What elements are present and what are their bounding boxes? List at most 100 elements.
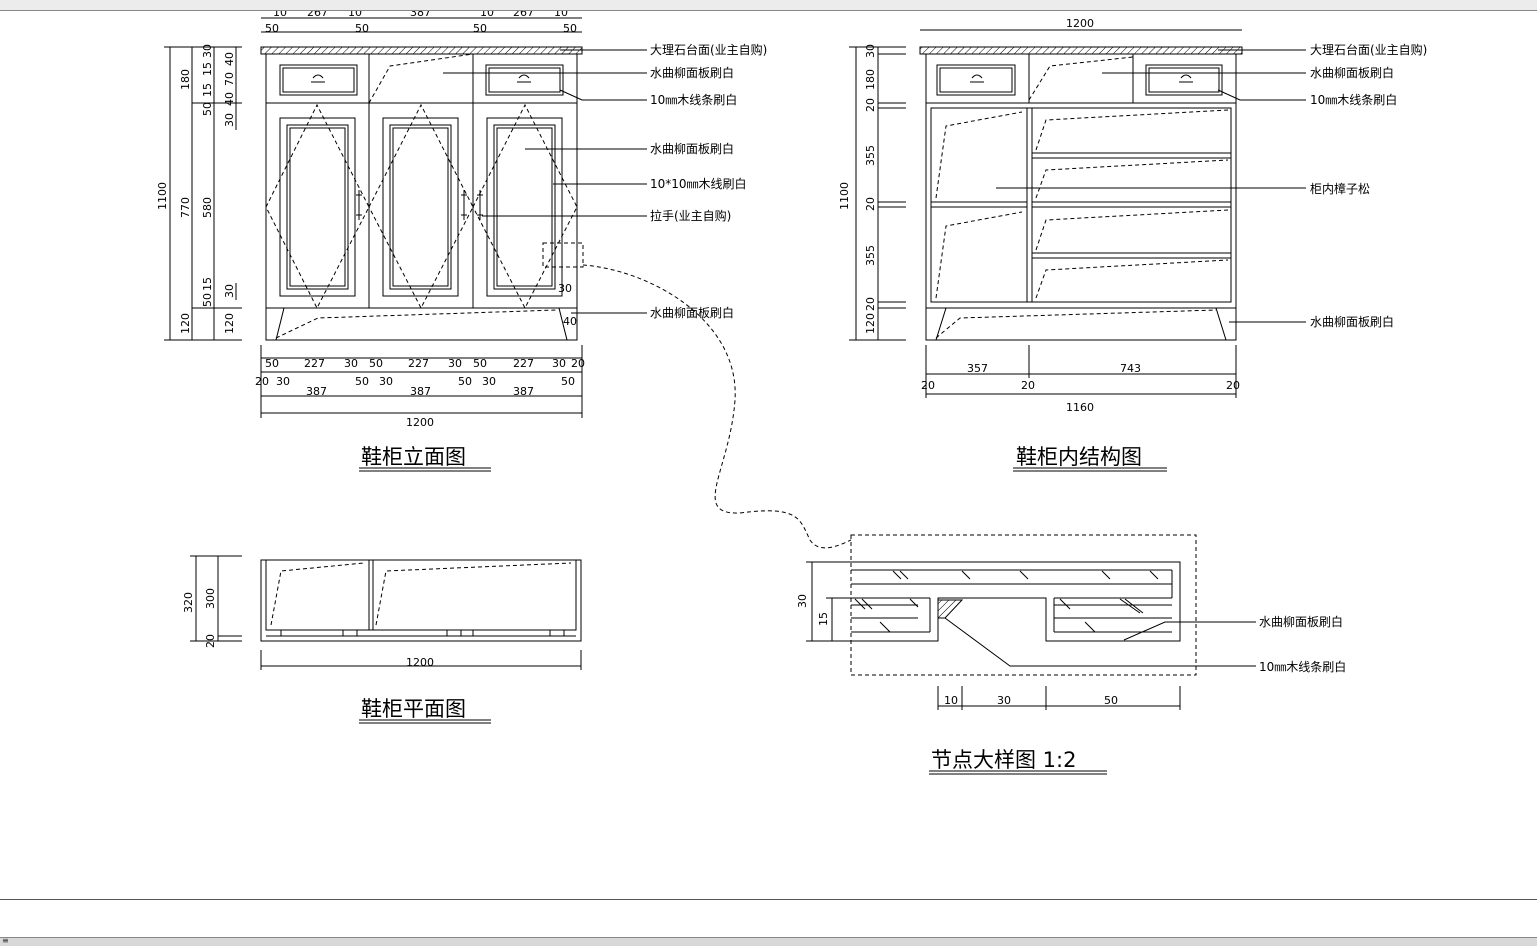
elev-label-5: 拉手(业主自购) (650, 208, 731, 223)
dim: 50 (473, 22, 487, 35)
dim: 20 (921, 379, 935, 392)
dim: 30 (997, 694, 1011, 707)
elevation-dimlines (164, 17, 583, 418)
dim: 15 (201, 83, 214, 97)
dim: 120 (179, 313, 192, 334)
dim: 50 (563, 22, 577, 35)
detail-title: 节点大样图 1:2 (931, 748, 1076, 772)
dim: 355 (864, 145, 877, 166)
int-label-0: 大理石台面(业主自购) (1310, 42, 1427, 57)
door-2 (382, 117, 459, 297)
dim: 20 (571, 357, 585, 370)
drawer-right (485, 64, 564, 96)
dim: 50 (201, 102, 214, 116)
elev-label-6: 水曲柳面板刷白 (650, 305, 734, 320)
dim: 50 (201, 293, 214, 307)
plan-outline (260, 559, 582, 642)
dim: 743 (1120, 362, 1141, 375)
detail-label-0: 水曲柳面板刷白 (1259, 614, 1343, 629)
interior-text: 1200 大理石台面(业主自购) 水曲柳面板刷白 10㎜木线条刷白 柜内樟子松 … (838, 17, 1427, 472)
status-bar (0, 937, 1537, 946)
dim: 50 (561, 375, 575, 388)
dim: 20 (864, 98, 877, 112)
plan-title: 鞋柜平面图 (361, 697, 466, 721)
dim: 20 (864, 197, 877, 211)
dim: 180 (864, 69, 877, 90)
dim: 70 (223, 72, 236, 86)
dim: 30 (482, 375, 496, 388)
detail-label-1: 10㎜木线条刷白 (1259, 659, 1346, 674)
dim: 180 (179, 69, 192, 90)
dim: 40 (223, 92, 236, 106)
int-label-2: 10㎜木线条刷白 (1310, 92, 1397, 107)
elevation-title: 鞋柜立面图 (361, 445, 466, 469)
interior-leaders (996, 49, 1306, 323)
drawer-left (279, 64, 358, 96)
detail-text: 水曲柳面板刷白 10㎜木线条刷白 30 15 10 30 50 节点大样图 1:… (796, 594, 1346, 775)
top-toolbar-edge (0, 0, 1537, 11)
dim: 50 (458, 375, 472, 388)
dim: 387 (306, 385, 327, 398)
dim: 1160 (1066, 401, 1094, 414)
dim: 1100 (156, 182, 169, 210)
dim: 50 (369, 357, 383, 370)
dim: 15 (201, 277, 214, 291)
dim: 30 (379, 375, 393, 388)
dim: 30 (448, 357, 462, 370)
dim: 30 (276, 375, 290, 388)
marble-top (260, 46, 583, 55)
interior-marble-top (919, 46, 1243, 55)
dim: 30 (558, 282, 572, 295)
dim: 227 (304, 357, 325, 370)
interior-title: 鞋柜内结构图 (1016, 445, 1142, 469)
plan-text: 320 300 20 1200 鞋柜平面图 (182, 588, 491, 724)
dim: 50 (265, 22, 279, 35)
elev-label-2: 10㎜木线条刷白 (650, 92, 737, 107)
dim: 30 (223, 113, 236, 127)
dim: 15 (201, 62, 214, 76)
dim: 40 (563, 315, 577, 328)
dim: 120 (864, 313, 877, 334)
dim: 30 (223, 284, 236, 298)
dim: 15 (817, 612, 830, 626)
dim: 50 (1104, 694, 1118, 707)
elevation-view (164, 17, 852, 549)
dim: 1200 (406, 416, 434, 429)
dim: 30 (344, 357, 358, 370)
dim: 120 (223, 313, 236, 334)
dim: 50 (265, 357, 279, 370)
dim: 20 (864, 297, 877, 311)
dim: 10 (944, 694, 958, 707)
menu-icon[interactable]: ≡ (2, 936, 9, 945)
door-3 (486, 117, 563, 297)
dim: 20 (204, 634, 217, 648)
dim: 227 (408, 357, 429, 370)
dim: 50 (355, 375, 369, 388)
dim: 30 (864, 44, 877, 58)
dim: 355 (864, 245, 877, 266)
dim: 387 (513, 385, 534, 398)
dim: 20 (1226, 379, 1240, 392)
door-1 (279, 117, 356, 297)
dim: 30 (201, 44, 214, 58)
dim: 30 (796, 594, 809, 608)
dim: 30 (552, 357, 566, 370)
dim: 320 (182, 592, 195, 613)
dim: 387 (410, 385, 431, 398)
elev-label-4: 10*10㎜木线刷白 (650, 176, 747, 191)
dim: 20 (255, 375, 269, 388)
dim: 1100 (838, 182, 851, 210)
elevation-text: 大理石台面(业主自购) 水曲柳面板刷白 10㎜木线条刷白 水曲柳面板刷白 10*… (156, 6, 767, 472)
dim: 300 (204, 588, 217, 609)
command-line-divider (0, 899, 1537, 900)
dim: 770 (179, 197, 192, 218)
dim: 50 (473, 357, 487, 370)
cabinet-body (265, 53, 578, 341)
interior-body (925, 53, 1237, 341)
detail-view (806, 534, 1256, 710)
interior-view (849, 29, 1306, 398)
elev-label-1: 水曲柳面板刷白 (650, 65, 734, 80)
dim: 227 (513, 357, 534, 370)
